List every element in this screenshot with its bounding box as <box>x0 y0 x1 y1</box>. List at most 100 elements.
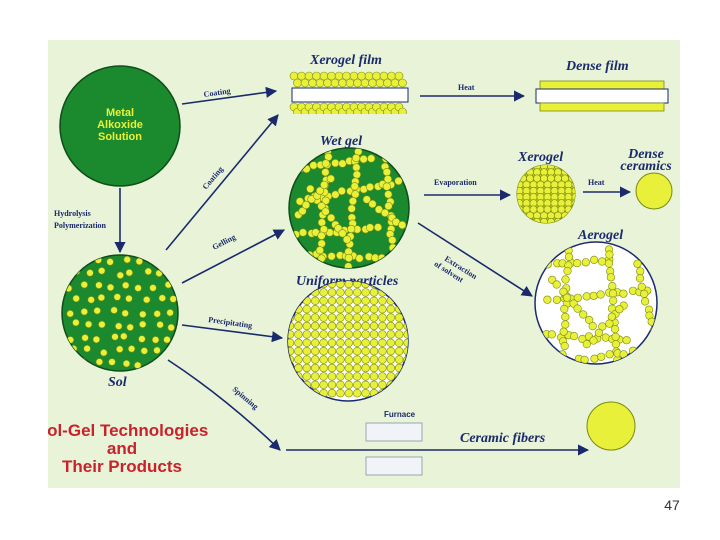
uniform-particle <box>337 389 345 397</box>
aerogel-particle <box>597 291 605 299</box>
film-particle <box>301 79 309 87</box>
gel-particle <box>367 155 375 163</box>
uniform-particle <box>337 364 345 372</box>
sol-particle <box>120 333 127 340</box>
uniform-particle <box>379 297 387 305</box>
uniform-particle <box>303 373 311 381</box>
film-particle <box>399 79 407 87</box>
aerogel-particle <box>597 353 605 361</box>
uniform-particle <box>387 322 395 330</box>
uniform-particle <box>353 314 361 322</box>
uniform-particle <box>370 331 378 339</box>
aerogel-particle <box>560 328 568 336</box>
sol-particle <box>114 294 121 301</box>
uniform-particle <box>337 297 345 305</box>
uniform-particle <box>362 356 370 364</box>
gel-particle <box>360 155 368 163</box>
uniform-particle <box>345 314 353 322</box>
aerogel-particle <box>561 342 569 350</box>
uniform-particle <box>370 305 378 313</box>
sol-particle <box>117 272 124 279</box>
aerogel-particle <box>590 292 598 300</box>
gel-particle <box>352 154 360 162</box>
film-particle <box>361 79 369 87</box>
uniform-particle <box>311 339 319 347</box>
uniform-particle <box>320 314 328 322</box>
uniform-particle <box>311 314 319 322</box>
aerogel-particle <box>636 275 644 283</box>
gel-particle <box>384 175 392 183</box>
uniform-particle <box>320 381 328 389</box>
gel-particle <box>327 175 335 183</box>
uniform-particle <box>353 389 361 397</box>
uniform-particle <box>295 314 303 322</box>
uniform-particle <box>362 297 370 305</box>
uniform-particle <box>295 347 303 355</box>
uniform-particle <box>387 339 395 347</box>
gel-particle <box>310 162 318 170</box>
xerogel-film-label: Xerogel film <box>309 53 382 68</box>
sol-particle <box>123 360 130 367</box>
uniform-particle <box>345 305 353 313</box>
sol-particle <box>67 310 74 317</box>
uniform-particle <box>328 314 336 322</box>
gel-particle <box>366 183 374 191</box>
gel-particle <box>383 168 391 176</box>
uniform-particle <box>345 356 353 364</box>
uniform-particle <box>337 347 345 355</box>
gel-particle <box>381 209 389 217</box>
gel-particle <box>320 181 328 189</box>
uniform-particle <box>311 331 319 339</box>
uniform-particle <box>370 289 378 297</box>
dense-film-layer-top <box>540 81 664 89</box>
uniform-particle <box>362 381 370 389</box>
uniform-particle <box>370 347 378 355</box>
gel-particle <box>383 183 391 191</box>
uniform-particle <box>395 314 403 322</box>
film-particle <box>391 79 399 87</box>
uniform-particle <box>379 339 387 347</box>
gel-particle <box>338 187 346 195</box>
uniform-particle <box>387 305 395 313</box>
aerogel-particle <box>564 267 572 275</box>
gel-particle <box>385 202 393 210</box>
uniform-particle <box>345 280 353 288</box>
uniform-particle <box>311 364 319 372</box>
uniform-particle <box>370 381 378 389</box>
aerogel-particle <box>641 298 649 306</box>
gel-particle <box>328 253 336 261</box>
xerogel-label: Xerogel <box>517 150 563 165</box>
sol-particle <box>126 295 133 302</box>
aerogel-particle <box>640 290 648 298</box>
sol-gel-diagram: MetalAlkoxideSolution Sol Xerogel film D… <box>48 40 680 488</box>
aerogel-particle <box>583 293 591 301</box>
aerogel-particle <box>623 336 631 344</box>
aerogel-particle <box>612 333 620 341</box>
uniform-particle <box>387 364 395 372</box>
sol-particle <box>122 282 129 289</box>
sol-particle <box>122 310 129 317</box>
uniform-particle <box>362 364 370 372</box>
gel-particle <box>385 191 393 199</box>
uniform-particle <box>303 347 311 355</box>
aerogel-particle <box>573 259 581 267</box>
uniform-particle <box>370 297 378 305</box>
uniform-particle <box>303 322 311 330</box>
uniform-particle <box>362 289 370 297</box>
film-particle <box>294 79 302 87</box>
uniform-particle <box>345 322 353 330</box>
uniform-particle <box>303 305 311 313</box>
aerogel-particle <box>591 355 599 363</box>
sol-particle <box>111 307 118 314</box>
uniform-particle <box>320 339 328 347</box>
gel-particle <box>322 160 330 168</box>
uniform-particle <box>328 322 336 330</box>
aerogel-particle <box>609 282 617 290</box>
uniform-particle <box>337 289 345 297</box>
uniform-particle <box>337 356 345 364</box>
aerogel-particle <box>607 274 615 282</box>
uniform-particle <box>345 331 353 339</box>
uniform-particle <box>303 364 311 372</box>
uniform-particle <box>370 322 378 330</box>
aerogel-particle <box>553 281 561 289</box>
